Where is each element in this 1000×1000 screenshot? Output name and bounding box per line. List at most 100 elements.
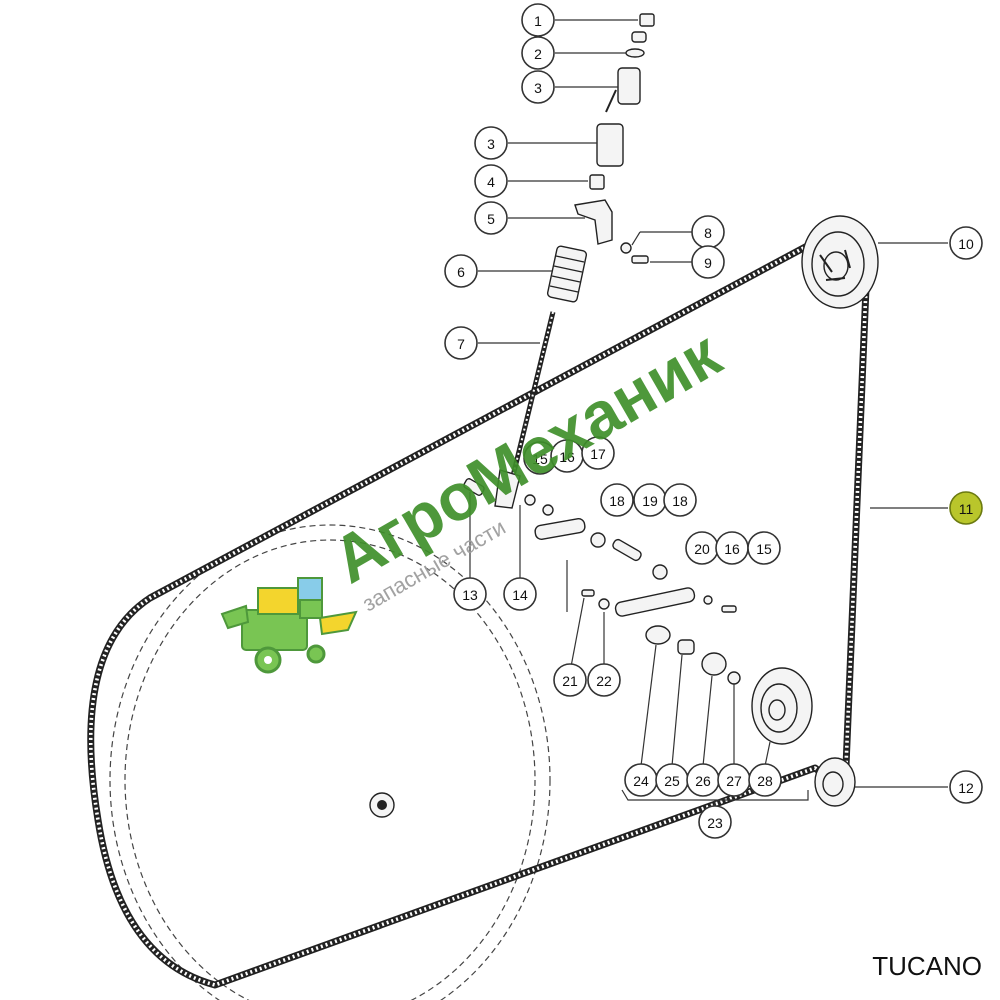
callout-number: 4: [487, 174, 495, 190]
bushing-part-3a: [617, 67, 641, 105]
callout-13[interactable]: 13: [453, 577, 487, 611]
callout-circle: [747, 531, 781, 565]
callout-number: 18: [609, 493, 625, 509]
callout-circle: [474, 164, 508, 198]
linkage-parts: [463, 478, 741, 685]
callout-28[interactable]: 28: [748, 763, 782, 797]
callout-circle: [600, 483, 634, 517]
callout-circle: [521, 3, 555, 37]
callout-18[interactable]: 18: [600, 483, 634, 517]
leader-lines: [469, 19, 948, 806]
callout-number: 18: [672, 493, 688, 509]
callout-9[interactable]: 9: [691, 245, 725, 279]
callout-3[interactable]: 3: [474, 126, 508, 160]
callout-6[interactable]: 6: [444, 254, 478, 288]
callout-circle: [503, 577, 537, 611]
callout-circle: [521, 36, 555, 70]
callout-26[interactable]: 26: [686, 763, 720, 797]
callout-27[interactable]: 27: [717, 763, 751, 797]
callout-1[interactable]: 1: [521, 3, 555, 37]
callout-number: 8: [704, 225, 712, 241]
callout-number: 3: [534, 80, 542, 96]
callout-10[interactable]: 10: [949, 226, 983, 260]
bracket-part-5: [574, 199, 613, 245]
callout-3[interactable]: 3: [521, 70, 555, 104]
callout-8[interactable]: 8: [691, 215, 725, 249]
link-part-17: [534, 518, 586, 540]
callout-number: 11: [959, 501, 974, 517]
callout-number: 16: [724, 541, 740, 557]
callout-number: 7: [457, 336, 465, 352]
callout-19[interactable]: 19: [633, 483, 667, 517]
callout-circle: [444, 326, 478, 360]
washer-part-2: [625, 48, 645, 58]
callout-circle: [691, 245, 725, 279]
callout-number: 10: [958, 236, 974, 252]
callout-12[interactable]: 12: [949, 770, 983, 804]
nut-part-4: [589, 174, 605, 190]
callout-number: 22: [596, 673, 612, 689]
callout-14[interactable]: 14: [503, 577, 537, 611]
callout-number: 14: [512, 587, 528, 603]
callout-number: 5: [487, 211, 495, 227]
callout-22[interactable]: 22: [587, 663, 621, 697]
nut-part-1: [639, 13, 655, 27]
tensioner-pulley: [751, 667, 813, 745]
combine-harvester-icon: [220, 577, 358, 674]
callout-number: 12: [958, 780, 974, 796]
callout-number: 25: [664, 773, 680, 789]
callout-20[interactable]: 20: [685, 531, 719, 565]
callout-4[interactable]: 4: [474, 164, 508, 198]
callout-24[interactable]: 24: [624, 763, 658, 797]
callout-number: 6: [457, 264, 465, 280]
model-label: TUCANO: [872, 951, 982, 981]
callout-5[interactable]: 5: [474, 201, 508, 235]
drive-belt: [87, 218, 872, 989]
callout-number: 3: [487, 136, 495, 152]
callout-number: 28: [757, 773, 773, 789]
cap-nut-part-1: [631, 31, 647, 43]
spring-and-rod: [494, 245, 588, 509]
bushing-part-3b: [596, 123, 624, 167]
callout-11[interactable]: 11: [949, 491, 983, 525]
callout-number: 20: [694, 541, 710, 557]
callout-18[interactable]: 18: [663, 483, 697, 517]
callout-circle: [587, 663, 621, 697]
bolt-part-9: [631, 255, 649, 264]
link-part-20: [614, 587, 696, 617]
callout-number: 15: [532, 451, 548, 467]
callout-21[interactable]: 21: [553, 663, 587, 697]
callout-circle: [521, 70, 555, 104]
rod-eye: [494, 469, 521, 509]
callout-7[interactable]: 7: [444, 326, 478, 360]
main-drum-outline: [109, 524, 551, 1000]
callout-25[interactable]: 25: [655, 763, 689, 797]
callout-circle: [663, 483, 697, 517]
callout-circle: [698, 805, 732, 839]
watermark-brand: АгроМеханик: [320, 316, 733, 597]
callout-circle: [949, 770, 983, 804]
callout-circle: [453, 577, 487, 611]
callout-circle: [553, 663, 587, 697]
callout-15[interactable]: 15: [523, 441, 557, 475]
callout-number: 23: [707, 815, 723, 831]
callout-number: 24: [633, 773, 649, 789]
callout-circle: [949, 226, 983, 260]
callout-circle: [949, 491, 983, 525]
callout-16[interactable]: 16: [715, 531, 749, 565]
callout-23[interactable]: 23: [698, 805, 732, 839]
callout-15[interactable]: 15: [747, 531, 781, 565]
callout-number: 13: [462, 587, 478, 603]
callout-circle: [474, 201, 508, 235]
callout-number: 21: [562, 673, 578, 689]
callout-number: 16: [559, 449, 575, 465]
lower-pulley: [814, 757, 856, 807]
pin-part-19: [612, 538, 642, 562]
callout-17[interactable]: 17: [581, 436, 615, 470]
callout-number: 2: [534, 46, 542, 62]
callout-2[interactable]: 2: [521, 36, 555, 70]
upper-hardware: [574, 13, 655, 264]
callout-number: 1: [534, 13, 542, 29]
washer-part-8: [620, 242, 632, 254]
